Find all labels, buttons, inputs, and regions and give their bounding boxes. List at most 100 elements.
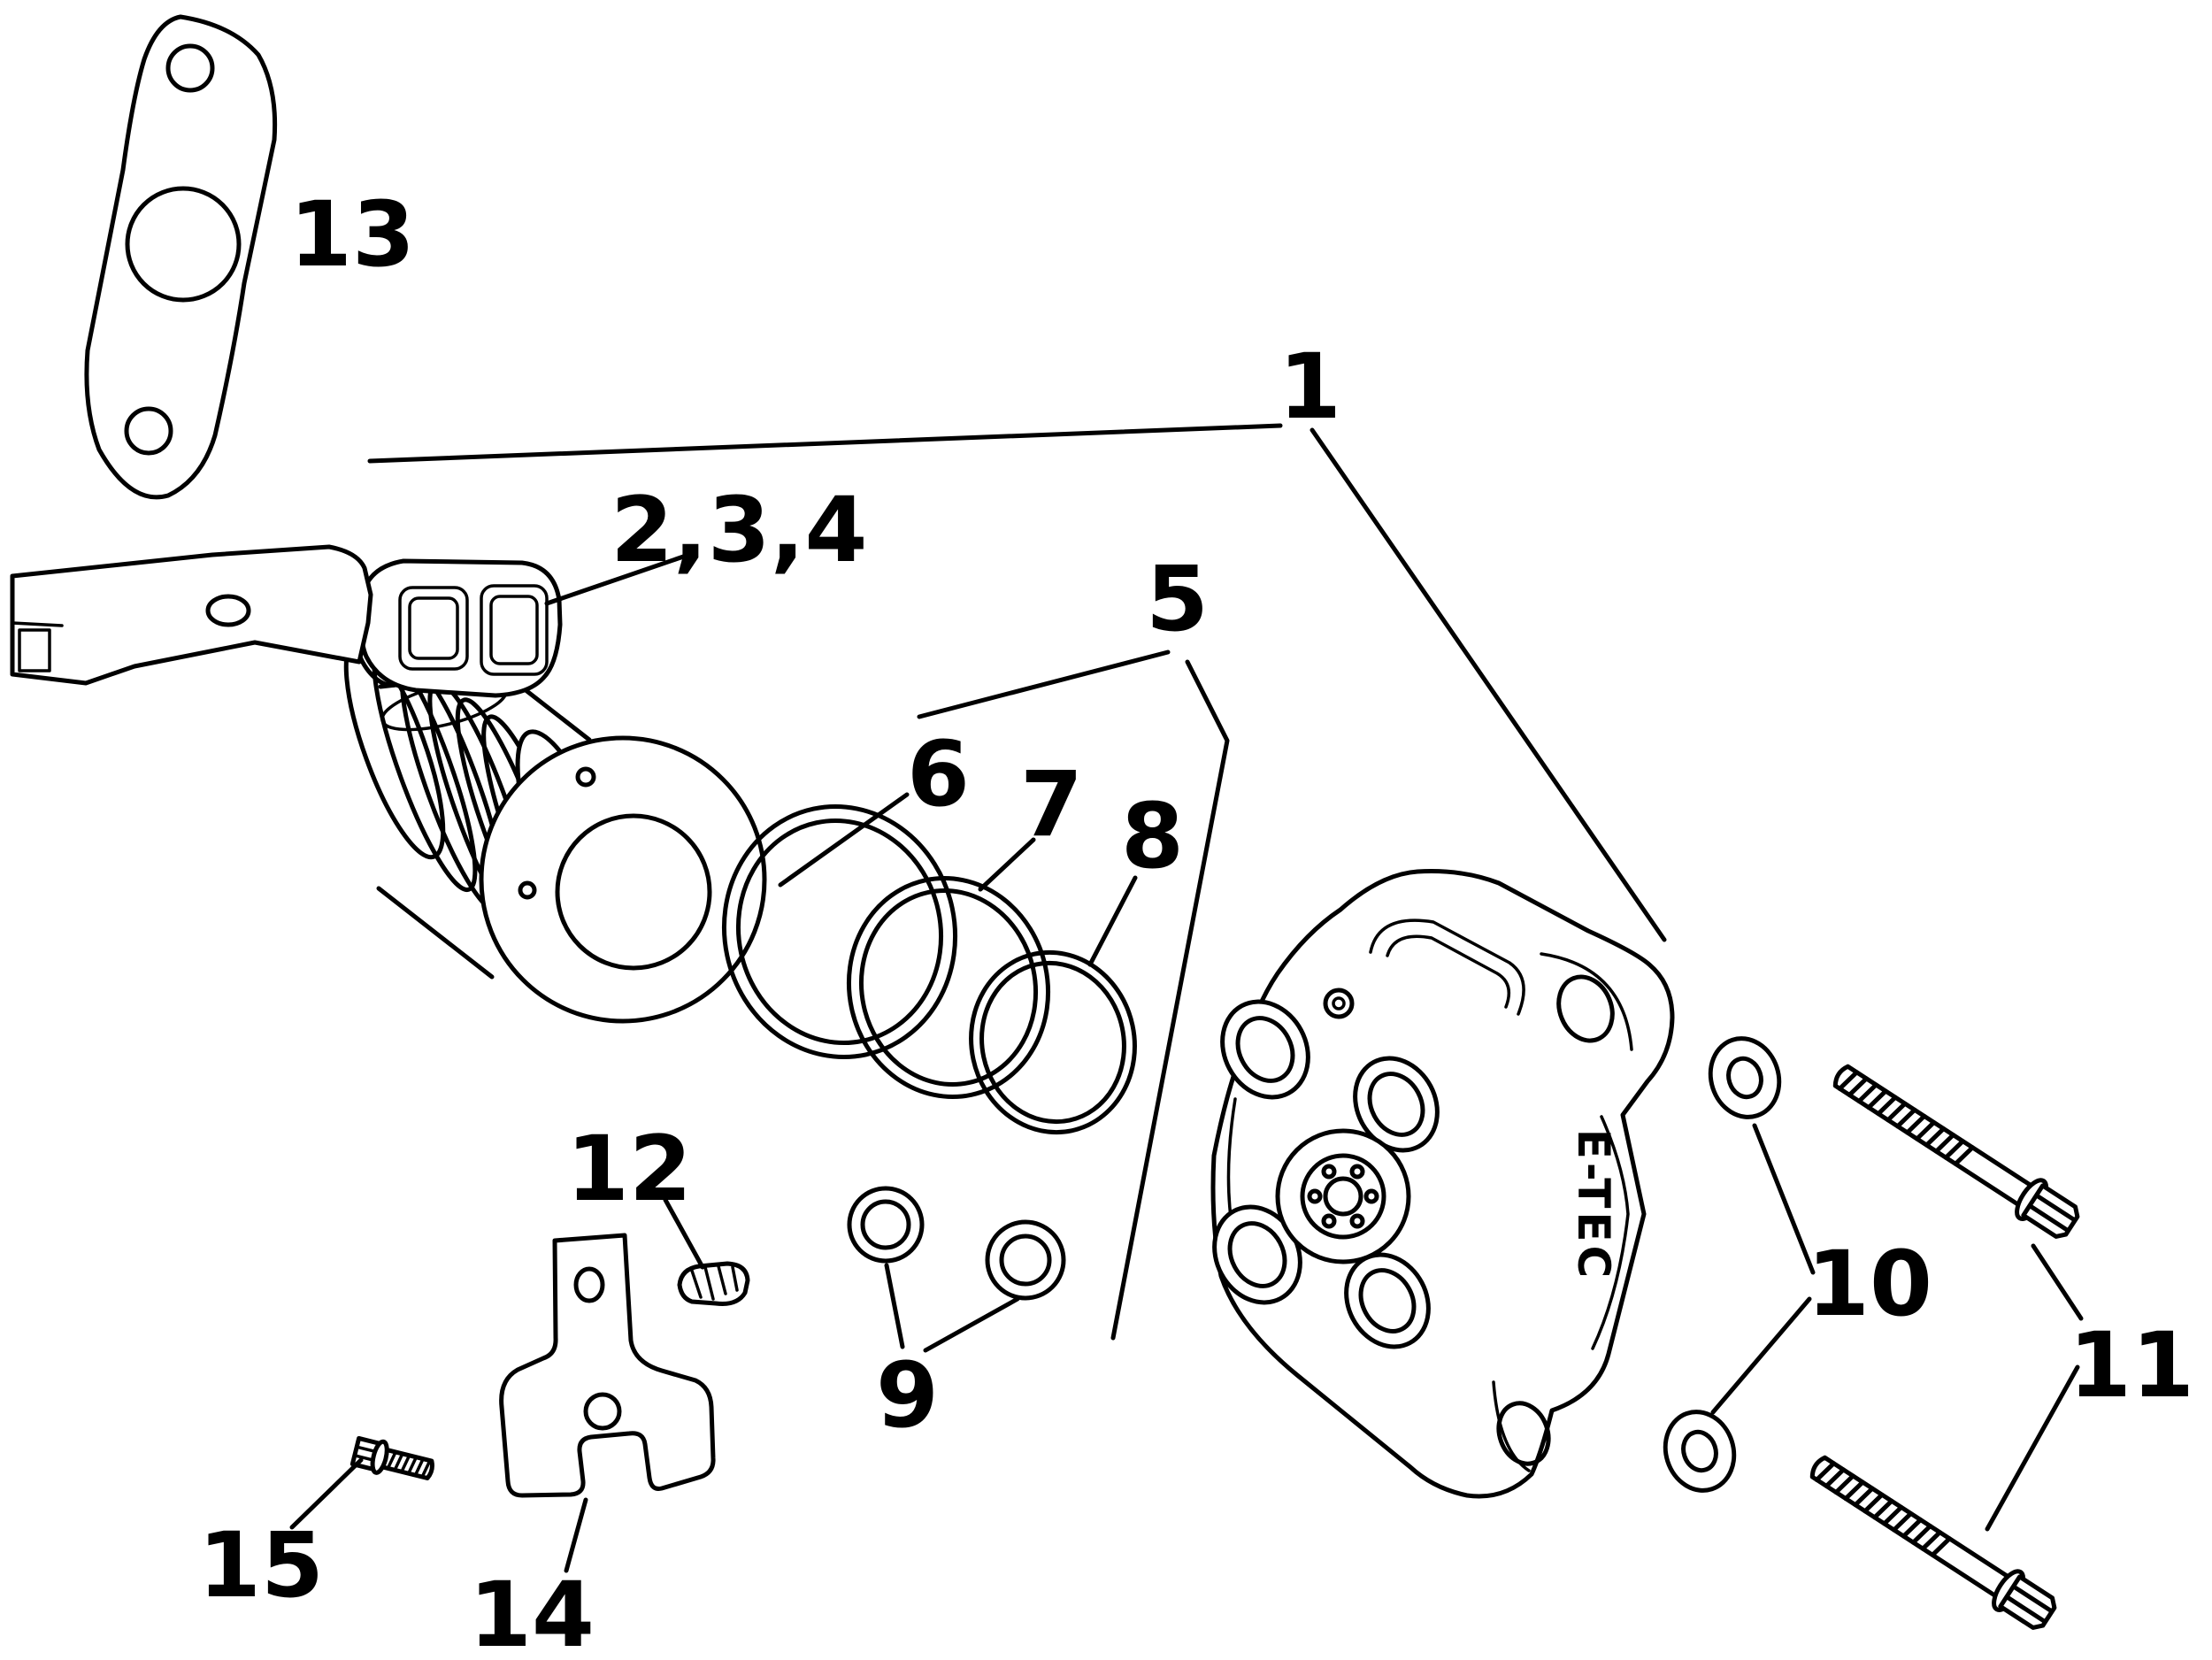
boss-mid <box>1300 1153 1386 1240</box>
boss-bore <box>1323 1176 1363 1217</box>
leader-6 <box>778 792 910 888</box>
bolt-15-thread <box>393 1452 404 1472</box>
leader-9b <box>923 1296 1020 1353</box>
boss-spline-dot <box>1307 1188 1323 1204</box>
body-top-arch <box>1369 918 1525 1016</box>
bracket-arm-step <box>11 621 64 627</box>
leader-14 <box>564 1497 588 1573</box>
leader-10a <box>1752 1123 1816 1275</box>
leader-8 <box>1087 875 1138 967</box>
gasket-hole-top <box>165 43 215 93</box>
mounting-bracket-arm <box>10 544 373 686</box>
fuel-port-2 <box>1353 1056 1440 1153</box>
washer-inner <box>1681 1429 1718 1473</box>
leader-11b <box>1985 1364 2080 1532</box>
leader-11a <box>2031 1243 2084 1321</box>
callout-label-14: 14 <box>469 1563 595 1660</box>
artwork-layer: E-TEC <box>10 14 2084 1635</box>
side-panel-edge <box>1591 1115 1630 1350</box>
leader-1-right <box>1310 427 1667 942</box>
boss-spline-dot <box>1363 1188 1379 1204</box>
bracket-arm-outline <box>10 544 373 686</box>
bolt-11a <box>1826 1056 2084 1244</box>
port-bore <box>1227 1221 1287 1288</box>
bolt-15-thread <box>386 1450 397 1471</box>
connector-port <box>398 586 469 671</box>
body-top-arch-inner <box>1386 934 1511 1009</box>
gasket-outline <box>84 14 278 500</box>
port-bore <box>1367 1072 1425 1137</box>
port-bore <box>1358 1268 1417 1333</box>
connector-outline <box>358 558 563 698</box>
callout-label-9: 9 <box>876 1343 939 1449</box>
o-ring-8-inner <box>979 960 1126 1125</box>
leader-5-right <box>1110 659 1230 1341</box>
clip-outline <box>677 1261 750 1306</box>
ear-detail-bottom <box>1492 1380 1531 1472</box>
mount-hole-bottom <box>1496 1401 1551 1466</box>
callout-label-8: 8 <box>1121 784 1184 889</box>
leader-5-left <box>917 649 1171 719</box>
leader-2-3-4 <box>544 550 696 606</box>
ear-detail-top <box>1540 952 1633 1051</box>
bolt-15-thread <box>406 1455 419 1475</box>
callout-label-5: 5 <box>1146 547 1209 652</box>
mount-hole-top <box>1556 974 1615 1043</box>
connector-port-bore <box>408 596 459 660</box>
callout-label-12: 12 <box>566 1117 692 1222</box>
body-marking-etec: E-TEC <box>1568 1129 1619 1282</box>
top-stud-bore <box>1332 996 1346 1011</box>
boss-spline-dot <box>1321 1213 1337 1229</box>
washer-outer <box>1663 1410 1737 1493</box>
leader-12 <box>663 1197 705 1270</box>
callout-label-10: 10 <box>1807 1232 1932 1337</box>
bracket-arm-tab <box>18 628 51 672</box>
o-ring-8 <box>969 949 1137 1135</box>
solenoid-front-face <box>479 735 767 1024</box>
leader-10b <box>1710 1296 1812 1415</box>
boss-outer <box>1275 1128 1411 1264</box>
callout-label-1: 1 <box>1279 334 1341 440</box>
leader-9a <box>884 1263 905 1349</box>
o-ring-6-outer <box>721 803 958 1060</box>
o-ring-8-outer <box>969 949 1137 1135</box>
bolt-15-flange <box>370 1439 389 1475</box>
callout-label-7: 7 <box>1020 752 1083 857</box>
callout-label-11: 11 <box>2069 1313 2194 1418</box>
washer-10a <box>1708 1036 1782 1119</box>
bracket-hole-center <box>583 1392 622 1431</box>
connector-port-bore <box>489 595 539 665</box>
washer-inner <box>1726 1056 1763 1100</box>
leader-1-left <box>367 423 1283 464</box>
fuel-port-1 <box>1220 999 1310 1100</box>
o-ring-9b-outer <box>985 1219 1066 1301</box>
gasket-hole-center <box>125 186 242 303</box>
bracket-outline <box>499 1233 716 1498</box>
callout-labels: 1 2,3,4 5 6 7 8 9 10 11 12 13 14 15 <box>198 182 2194 1660</box>
o-ring-7 <box>846 875 1051 1100</box>
bracket-arm-hole <box>205 594 251 627</box>
callout-label-15: 15 <box>198 1513 324 1618</box>
gasket-part-13 <box>84 14 278 500</box>
solenoid-front-bore <box>555 813 712 971</box>
connector-housing <box>358 558 563 698</box>
o-ring-9a <box>847 1186 925 1264</box>
support-bracket-14 <box>499 1233 716 1498</box>
o-ring-9b <box>985 1219 1066 1301</box>
washer-10b <box>1663 1410 1737 1493</box>
injector-solenoid <box>343 637 767 1024</box>
callout-label-6: 6 <box>907 722 970 827</box>
o-ring-9b-inner <box>999 1233 1052 1287</box>
leader-7 <box>978 837 1036 892</box>
bolt-11b <box>1803 1447 2061 1635</box>
o-ring-7-outer <box>846 875 1051 1100</box>
boss-spline-dot <box>1349 1164 1365 1180</box>
boss-spline-dot <box>1349 1213 1365 1229</box>
boss-spline-dot <box>1321 1164 1337 1180</box>
o-ring-7-inner <box>858 888 1039 1087</box>
solenoid-face-dot <box>575 766 596 788</box>
top-stud <box>1323 988 1355 1019</box>
bolt-15 <box>349 1435 434 1481</box>
